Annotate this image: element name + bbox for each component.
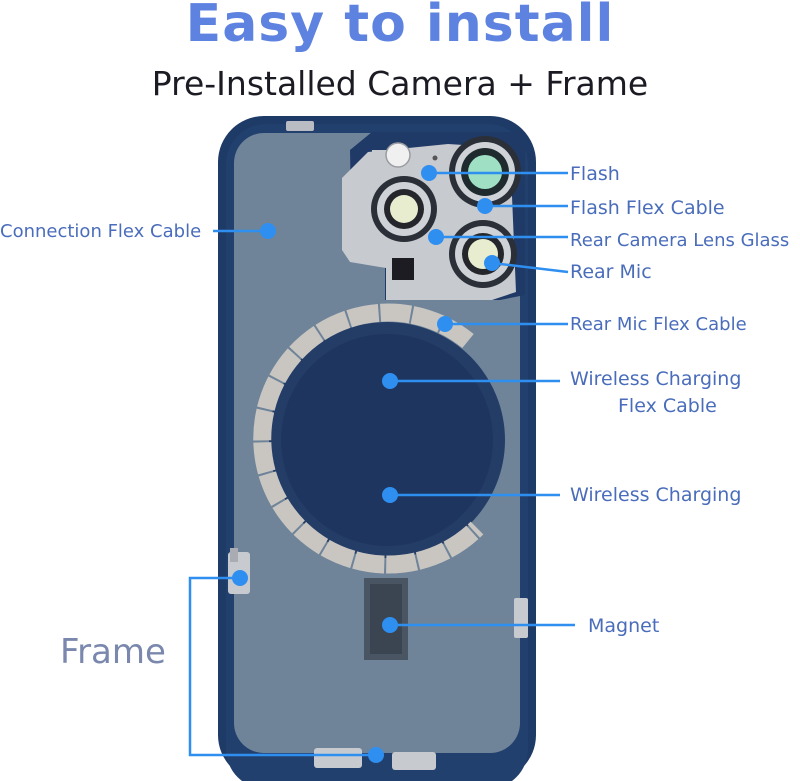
label-rear-mic: Rear Mic: [570, 261, 652, 283]
label-frame: Frame: [60, 632, 166, 672]
camera-lens-top: [449, 136, 521, 208]
camera-lens-bottom: [449, 220, 517, 288]
label-rear-mic-flex-cable: Rear Mic Flex Cable: [570, 314, 747, 335]
label-wireless-charging-flex-line1: Wireless Charging: [570, 368, 742, 390]
label-wireless-charging-flex-line2: Flex Cable: [618, 395, 717, 417]
callout-dots: [232, 165, 500, 763]
label-flash: Flash: [570, 163, 620, 185]
label-wireless-charging: Wireless Charging: [570, 484, 742, 506]
callout-lines: [188, 171, 575, 757]
camera-lens-left: [371, 176, 437, 242]
frame-clip-right: [514, 598, 528, 638]
label-magnet: Magnet: [588, 615, 660, 637]
label-flash-flex-cable: Flash Flex Cable: [570, 197, 725, 219]
top-bracket: [286, 121, 314, 131]
frame-clip-bottom-left: [314, 748, 362, 768]
label-rear-camera-lens-glass: Rear Camera Lens Glass: [570, 230, 790, 251]
frame-clip-bottom-right: [392, 752, 436, 770]
page-title: Easy to install: [185, 0, 615, 54]
label-connection-flex-cable: Connection Flex Cable: [0, 221, 202, 242]
page-subtitle: Pre-Installed Camera + Frame: [151, 64, 649, 103]
